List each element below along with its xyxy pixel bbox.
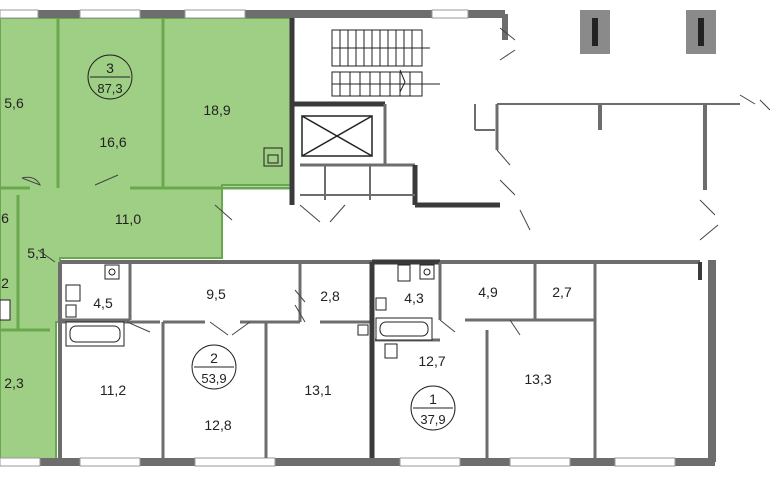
wc-icon [65, 284, 81, 302]
room-area: 4,9 [478, 284, 498, 300]
room-area: 4,5 [93, 295, 113, 311]
apartment-area: 87,3 [97, 81, 122, 96]
windows-bottom [0, 457, 676, 467]
door-swing-icon [21, 27, 770, 336]
shower-icon [65, 304, 77, 318]
wc-icon [397, 264, 411, 282]
room-area: 5,1 [27, 245, 47, 261]
elevator-icon [301, 115, 373, 157]
apartment-badge-1[interactable]: 1 37,9 [410, 385, 456, 431]
room-area: 5,6 [4, 95, 24, 111]
ventilation-shaft-icon [580, 10, 716, 54]
apartment-number: 1 [429, 391, 437, 407]
room-area: 2 [1, 275, 9, 291]
apartment-area: 37,9 [420, 412, 445, 427]
interior-walls [0, 18, 707, 458]
bathroom-fixtures [0, 147, 435, 359]
room-area: 16,6 [99, 134, 126, 150]
apartment-number: 2 [210, 350, 218, 366]
room-area: 13,1 [304, 382, 331, 398]
apartment-badge-2[interactable]: 2 53,9 [191, 344, 237, 390]
room-labels: 5,6 16,6 18,9 11,0 6 5,1 2 2,3 4,5 9,5 2… [1, 95, 572, 433]
room-area: 9,5 [206, 286, 226, 302]
shower-icon [375, 297, 387, 311]
room-area: 13,3 [524, 371, 551, 387]
room-area: 11,2 [100, 382, 126, 398]
apartment-number: 3 [106, 60, 114, 76]
windows-top [0, 9, 469, 19]
room-area: 2,8 [320, 288, 340, 304]
apartment-area: 53,9 [201, 371, 226, 386]
stairs-icon [331, 29, 440, 97]
apartment-badge-3[interactable]: 3 87,3 [87, 54, 133, 100]
room-area: 11,0 [115, 211, 141, 227]
apartment-3-area[interactable] [0, 17, 293, 461]
room-area: 18,9 [203, 102, 230, 118]
room-area: 6 [1, 210, 9, 226]
room-area: 12,8 [204, 417, 231, 433]
room-area: 2,7 [552, 284, 572, 300]
room-area: 2,3 [4, 375, 24, 391]
room-area: 12,7 [418, 353, 445, 369]
room-area: 4,3 [404, 290, 424, 306]
